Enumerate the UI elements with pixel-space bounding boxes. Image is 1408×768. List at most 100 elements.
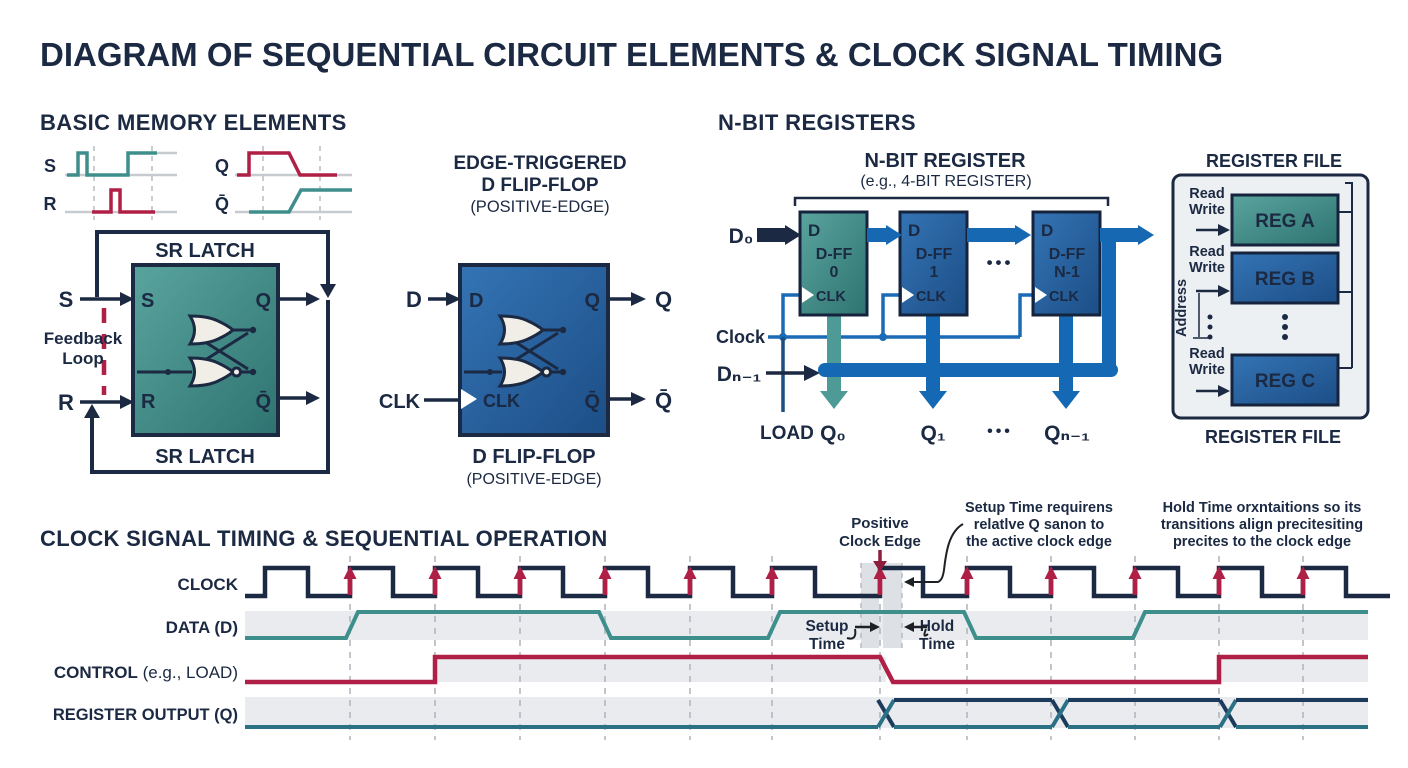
timing-waveforms [245,565,1390,729]
mini-label-qbar: Q̄ [215,194,229,214]
setup-time-annotation: Setup Time [805,618,880,653]
d-flipflop-block: EDGE-TRIGGERED D FLIP-FLOP (POSITIVE-EDG… [379,153,672,488]
dffn-index: N-1 [1054,264,1080,281]
nbit-title: N-BIT REGISTER [864,150,1026,172]
nbit-clock-label: Clock [716,327,766,347]
dff0-name: D-FF [816,246,853,263]
nbit-out-ellipsis: ••• [987,423,1013,440]
nbit-out-qn1: Qₙ₋₁ [1044,422,1090,445]
dff-ext-clk: CLK [379,391,421,413]
rw-read-1: Read [1189,186,1224,202]
hold-time-label-2: Time [919,636,955,653]
dffn-pin-d: D [1041,221,1053,240]
hold-note-1: Hold Time orxntaitions so its [1163,500,1362,516]
hold-time-annotation: Hold Time [904,618,955,653]
sr-latch-title-bottom: SR LATCH [155,446,255,468]
sr-pin-q: Q [255,290,271,312]
nbit-subtitle: (e.g., 4-BIT REGISTER) [860,173,1031,190]
nbit-input-dn1: Dₙ₋₁ [717,363,762,386]
setup-note-annotation: Setup Time requirens relatlve Q sanon to… [904,500,1113,587]
sr-latch-box [131,263,280,437]
dff-box [458,263,610,437]
dff1-name: D-FF [916,246,953,263]
feedback-label-1: Feedback [44,329,123,348]
rw-read-3: Read [1189,346,1224,362]
setup-time-label-2: Time [809,636,845,653]
rw-write-2: Write [1189,260,1225,276]
address-label: Address [1174,279,1190,337]
dff0-pin-d: D [808,221,820,240]
reg-b-label: REG B [1255,269,1315,290]
dff-caption-2: (POSITIVE-EDGE) [466,471,601,488]
dff-ext-q: Q [655,287,672,312]
row-label-control: CONTROL (e.g., LOAD) [54,663,238,682]
setup-note-1: Setup Time requirens [965,500,1113,516]
heading-clock-timing: CLOCK SIGNAL TIMING & SEQUENTIAL OPERATI… [40,526,608,551]
sr-pin-qbar: Q̄ [255,391,271,413]
hold-note-2: transitions align precitesiting [1161,517,1363,533]
dffn-box [1031,210,1102,317]
dffn-clk: CLK [1049,289,1079,305]
reg-b-box [1230,251,1340,305]
nbit-register-block: N-BIT REGISTER (e.g., 4-BIT REGISTER) [716,150,1154,445]
dff-ext-qbar: Q̄ [655,388,672,413]
sr-latch-title-top: SR LATCH [155,240,255,262]
hold-note-annotation: Hold Time orxntaitions so its transition… [1161,500,1363,550]
dff1-clk: CLK [916,289,946,305]
register-file-block: REGISTER FILE REG A REG B REG C Read Wri… [1171,151,1370,447]
page-title: DIAGRAM OF SEQUENTIAL CIRCUIT ELEMENTS &… [40,36,1223,73]
dff-pin-q: Q [584,290,600,312]
dff0-index: 0 [830,264,839,281]
mini-label-q: Q [215,156,229,176]
positive-clock-edge-annotation: Positive Clock Edge [839,515,921,572]
timing-row-bands [245,563,1368,728]
positive-edge-text-2: Clock Edge [839,533,921,550]
dff1-box [898,210,969,317]
heading-nbit-registers: N-BIT REGISTERS [718,110,916,135]
dff0-box [798,210,869,317]
nbit-out-q0: Q₀ [820,422,846,445]
dff-pin-clk: CLK [483,391,520,411]
positive-edge-text-1: Positive [851,515,909,532]
nbit-input-d0: D₀ [729,225,754,248]
hold-note-3: precites to the clock edge [1173,534,1351,550]
dff-pin-qbar: Q̄ [584,391,600,413]
mini-label-s: S [44,156,56,176]
reg-c-label: REG C [1255,371,1315,392]
reg-a-label: REG A [1255,211,1315,232]
sr-ext-s: S [59,287,74,312]
mini-label-r: R [44,194,57,214]
reg-c-box [1230,353,1340,407]
dff-ext-d: D [406,287,422,312]
row-label-data: DATA (D) [166,618,238,637]
rw-write-1: Write [1189,202,1225,218]
rw-read-2: Read [1189,244,1224,260]
dff-caption-1: D FLIP-FLOP [472,446,595,468]
row-label-output: REGISTER OUTPUT (Q) [53,706,238,724]
dffn-name: D-FF [1049,246,1086,263]
sr-latch-block: S Q R Q̄ S R SR LATCH SR LATCH Feedback … [44,230,336,474]
feedback-label-2: Loop [62,349,104,368]
dff-pin-d: D [469,290,483,312]
row-label-clock: CLOCK [178,575,239,594]
register-file-title-top: REGISTER FILE [1206,151,1342,171]
sr-ext-r: R [58,390,74,415]
reg-a-box [1230,193,1340,247]
dff0-clk: CLK [816,289,846,305]
dff-heading-3: (POSITIVE-EDGE) [470,198,609,216]
setup-note-3: the active clock edge [966,534,1112,550]
nbit-ellipsis: ••• [987,253,1014,272]
sr-pin-r: R [141,391,156,413]
nbit-out-q1: Q₁ [920,422,945,445]
setup-time-label-1: Setup [805,618,848,635]
heading-basic-memory: BASIC MEMORY ELEMENTS [40,110,347,135]
rw-write-3: Write [1189,362,1225,378]
sr-mini-waveforms [65,146,352,220]
dff1-pin-d: D [908,221,920,240]
dff1-index: 1 [930,264,939,281]
nbit-load-label: LOAD [760,423,814,444]
nbit-bracket [793,196,1110,206]
hold-time-label-1: Hold [920,618,954,635]
